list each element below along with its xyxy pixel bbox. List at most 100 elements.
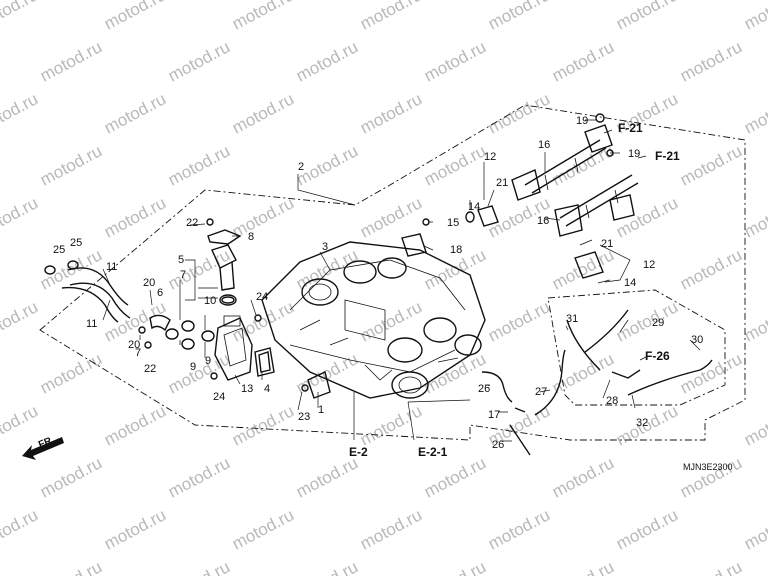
- watermark-text: motod.ru: [357, 505, 425, 553]
- fitting-7: [165, 320, 195, 340]
- watermark-text: motod.ru: [357, 193, 425, 241]
- watermark-text: motod.ru: [421, 37, 489, 85]
- part-number-label: 9: [190, 361, 196, 373]
- part-number-label: 19: [576, 115, 588, 127]
- leader-lines: [102, 119, 701, 442]
- reference-label: F-21: [618, 121, 643, 135]
- watermark-text: motod.ru: [613, 0, 681, 34]
- watermark-text: motod.ru: [229, 0, 297, 34]
- reference-label: E-2-1: [418, 445, 448, 459]
- part-number-label: 11: [106, 261, 117, 273]
- watermark-text: motod.ru: [421, 557, 489, 576]
- watermark-text: motod.ru: [0, 0, 41, 34]
- part-number-label: 20: [143, 277, 155, 289]
- cap-8: [207, 229, 242, 245]
- part-number-label: 24: [213, 391, 225, 403]
- watermark-text: motod.ru: [677, 245, 745, 293]
- watermark-text: motod.ru: [549, 245, 617, 293]
- sensor-18: [401, 233, 427, 257]
- part-number-label: 14: [468, 201, 480, 213]
- part-number-label: 20: [128, 339, 140, 351]
- watermark-text: motod.ru: [229, 401, 297, 449]
- bracket-1: [307, 371, 331, 399]
- part-number-label: 10: [204, 295, 216, 307]
- watermark-text: motod.ru: [485, 505, 553, 553]
- watermark-text: motod.ru: [485, 297, 553, 345]
- watermark-text: motod.ru: [165, 557, 233, 576]
- watermark-text: motod.ru: [421, 141, 489, 189]
- housing-13: [214, 315, 253, 381]
- part-number-label: 2: [298, 161, 304, 173]
- part-number-label: 28: [606, 395, 618, 407]
- watermark-text: motod.ru: [293, 37, 361, 85]
- part-number-label: 17: [488, 409, 500, 421]
- watermark-text: motod.ru: [229, 89, 297, 137]
- watermark-text: motod.ru: [741, 0, 768, 34]
- fuel-rail-upper: [511, 124, 613, 201]
- diagram-code: MJN3E2300: [683, 462, 733, 472]
- watermark-text: motod.ru: [677, 453, 745, 501]
- watermark-text: motod.ru: [677, 37, 745, 85]
- watermark-text: motod.ru: [165, 245, 233, 293]
- oring-10: [221, 296, 235, 304]
- part-number-label: 21: [601, 238, 613, 250]
- part-number-label: 9: [205, 355, 211, 367]
- watermark-text: motod.ru: [37, 141, 105, 189]
- watermark-text: motod.ru: [229, 505, 297, 553]
- fitting-9: [181, 330, 215, 350]
- watermark-text: motod.ru: [101, 193, 169, 241]
- watermark-text: motod.ru: [357, 89, 425, 137]
- front-arrow: [22, 437, 64, 460]
- part-2-leader: [297, 174, 356, 206]
- sensor-12-lower: [574, 239, 611, 284]
- sensor-5: [211, 244, 237, 306]
- watermark-text: motod.ru: [101, 505, 169, 553]
- bracket-6: [149, 314, 171, 332]
- watermark-text: motod.ru: [549, 557, 617, 576]
- part-number-label: 5: [178, 254, 184, 266]
- watermark-text: motod.ru: [37, 37, 105, 85]
- part-number-label: 7: [180, 269, 186, 281]
- part-number-label: 16: [537, 215, 549, 227]
- reference-label: F-26: [645, 349, 670, 363]
- part-number-label: 19: [628, 148, 640, 160]
- watermark-text: motod.ru: [677, 141, 745, 189]
- watermark-text: motod.ru: [485, 0, 553, 34]
- part-number-label: 27: [535, 386, 547, 398]
- part-number-label: 1: [318, 404, 324, 416]
- part-number-label: 12: [484, 151, 496, 163]
- part-number-label: 26: [478, 383, 490, 395]
- watermark-text: motod.ru: [293, 453, 361, 501]
- watermark-text: motod.ru: [485, 89, 553, 137]
- part-number-label: 4: [264, 383, 270, 395]
- watermark-text: motod.ru: [357, 0, 425, 34]
- assembly-boundary: [39, 104, 746, 441]
- reference-label: E-2: [349, 445, 368, 459]
- watermark-text: motod.ru: [549, 37, 617, 85]
- watermark-text: motod.ru: [0, 505, 41, 553]
- reference-label: F-21: [655, 149, 680, 163]
- watermark-text: motod.ru: [293, 557, 361, 576]
- part-number-label: 3: [322, 241, 328, 253]
- part-number-label: 30: [691, 334, 703, 346]
- watermark-text: motod.ru: [357, 297, 425, 345]
- part-number-label: 22: [144, 363, 156, 375]
- watermark-text: motod.ru: [357, 401, 425, 449]
- watermark-text: motod.ru: [165, 453, 233, 501]
- watermark-text: motod.ru: [101, 401, 169, 449]
- watermark-text: motod.ru: [165, 141, 233, 189]
- watermark-text: motod.ru: [677, 557, 745, 576]
- part-number-label: 29: [652, 317, 664, 329]
- part-number-label: 32: [636, 417, 648, 429]
- part-number-label: 25: [70, 237, 82, 249]
- part-number-label: 31: [566, 313, 578, 325]
- fuel-rail-lower: [554, 174, 639, 237]
- watermark-text: motod.ru: [741, 401, 768, 449]
- throttle-body: [261, 241, 486, 399]
- part-number-label: 18: [450, 244, 462, 256]
- part-number-label: 11: [86, 318, 97, 330]
- watermark-text: motod.ru: [549, 349, 617, 397]
- part-number-label: 15: [447, 217, 459, 229]
